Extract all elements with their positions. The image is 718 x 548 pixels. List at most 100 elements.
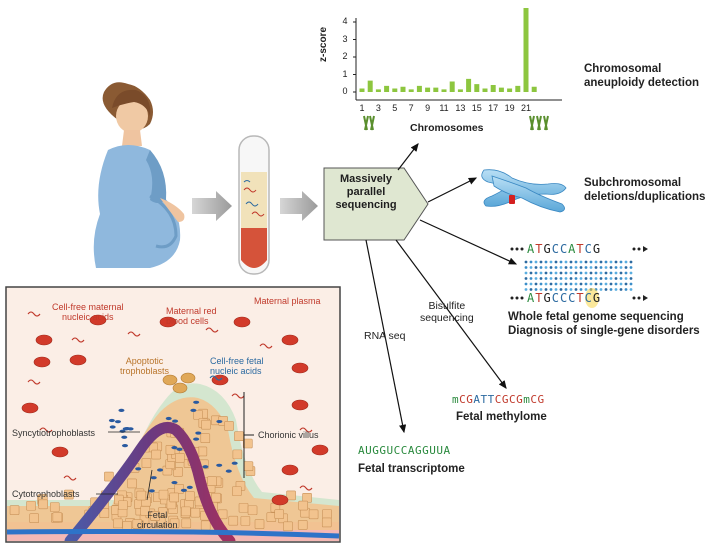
read-dot xyxy=(594,282,598,286)
ytick-label: 3 xyxy=(342,33,348,44)
label-chorionic: Chorionic villus xyxy=(258,430,319,440)
dna-base: T xyxy=(576,242,585,256)
label-cyto: Cytotrophoblasts xyxy=(12,489,80,499)
read-dot xyxy=(609,288,613,291)
chromosome-icon xyxy=(481,169,567,213)
trophoblast-cell xyxy=(283,521,293,532)
methyl-base: C xyxy=(509,393,517,406)
read-dot xyxy=(529,271,533,275)
cfdna-fragment-icon xyxy=(259,343,273,349)
syncytio-nucleus xyxy=(216,419,223,424)
trophoblast-cell xyxy=(190,507,201,518)
rbc-icon xyxy=(21,402,39,414)
read-dot xyxy=(554,288,558,291)
read-dot xyxy=(554,282,558,286)
label-maternal-plasma: Maternal plasma xyxy=(254,296,321,306)
read-dot xyxy=(599,277,603,280)
trophoblast-cell xyxy=(298,500,308,511)
read-dot xyxy=(609,271,613,275)
dna-base: G xyxy=(592,291,602,305)
read-dot xyxy=(614,277,618,280)
trophoblast-cell xyxy=(232,449,243,460)
trophoblast-cell xyxy=(38,499,48,510)
trophoblast-cell xyxy=(254,519,265,529)
read-dot xyxy=(529,282,533,286)
read-dot xyxy=(614,282,618,286)
read-dot xyxy=(539,271,543,275)
read-dot xyxy=(544,288,548,291)
dna-base: G xyxy=(543,242,552,256)
read-dot xyxy=(534,271,538,275)
syncytio-nucleus xyxy=(122,427,129,431)
trophoblast-cell xyxy=(150,511,160,521)
methyl-base: m xyxy=(452,393,460,406)
read-dot xyxy=(579,277,583,280)
read-dot xyxy=(629,288,633,291)
syncytio-nucleus xyxy=(108,418,115,423)
placenta-cross-section xyxy=(5,286,341,543)
rbc-icon xyxy=(89,314,107,326)
read-dot xyxy=(549,271,553,275)
rbc-icon xyxy=(233,316,251,328)
cfdna-fragment-icon xyxy=(71,337,85,343)
read-dot xyxy=(574,288,578,291)
read-dot xyxy=(544,277,548,280)
label-transcriptome: Fetal transcriptome xyxy=(358,463,465,475)
cfdna-fragment-icon xyxy=(205,327,219,333)
read-dot xyxy=(614,271,618,275)
methyl-base: T xyxy=(480,393,488,406)
read-dot xyxy=(619,288,623,291)
read-dot xyxy=(539,288,543,291)
cfdna-fragment-icon xyxy=(299,427,313,433)
methyl-base: C xyxy=(530,393,538,406)
read-dot xyxy=(624,260,628,264)
read-dot xyxy=(534,266,538,269)
xtick-label: 3 xyxy=(375,103,381,113)
read-dot xyxy=(629,277,633,280)
chart-xlabel: Chromosomes xyxy=(410,122,484,134)
methyl-base: G xyxy=(466,393,474,406)
cfdna-fragment-icon xyxy=(39,427,53,433)
bar-chr-2 xyxy=(367,80,373,92)
read-dot xyxy=(614,260,618,264)
trophoblast-cell xyxy=(238,502,249,513)
read-dot xyxy=(524,288,528,291)
trophoblast-cell xyxy=(141,458,152,468)
syncytio-nucleus xyxy=(193,400,200,404)
read-dot xyxy=(629,266,633,269)
read-dot xyxy=(554,260,558,264)
bar-chr-10 xyxy=(433,87,439,92)
read-dot xyxy=(579,260,583,264)
dna-base: A xyxy=(527,291,536,305)
read-dot xyxy=(554,266,558,269)
trophoblast-cell xyxy=(113,518,123,529)
trophoblast-cell xyxy=(64,489,74,500)
read-dot xyxy=(574,282,578,286)
trophoblast-cell xyxy=(200,433,211,443)
read-dot xyxy=(564,260,568,264)
dna-alignment-grid xyxy=(524,260,633,291)
trophoblast-cell xyxy=(169,518,180,529)
read-dot xyxy=(584,271,588,275)
read-dot xyxy=(589,282,593,286)
read-dot xyxy=(599,271,603,275)
read-dot xyxy=(594,271,598,275)
syncytio-nucleus xyxy=(118,408,125,412)
read-dot xyxy=(529,277,533,280)
read-dot xyxy=(559,260,563,264)
dna-base: C xyxy=(584,242,593,256)
xtick-label: 7 xyxy=(408,103,414,113)
read-dot xyxy=(604,271,608,275)
syncytio-nucleus xyxy=(190,408,197,412)
read-dot xyxy=(539,266,543,269)
methyl-base: m xyxy=(523,393,531,406)
read-dot xyxy=(614,266,618,269)
bar-chr-18 xyxy=(498,87,504,92)
trophoblast-cell xyxy=(197,446,208,457)
syncytio-nucleus xyxy=(180,488,187,492)
read-dot xyxy=(534,282,538,286)
xtick-label: 11 xyxy=(439,103,449,113)
